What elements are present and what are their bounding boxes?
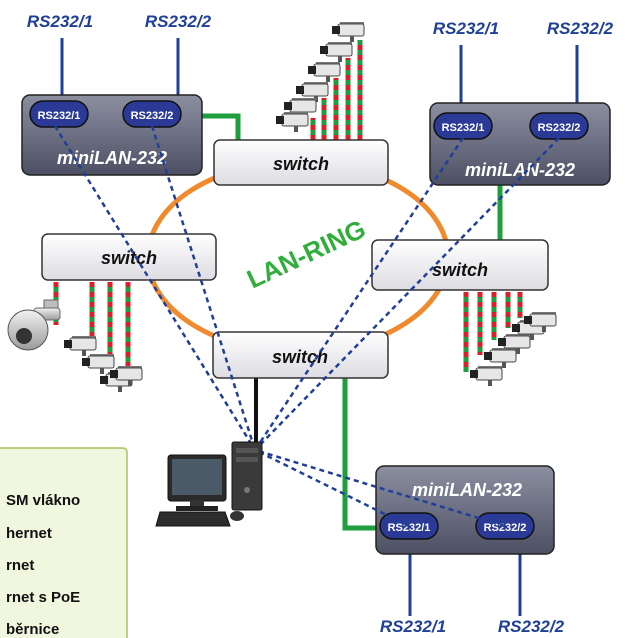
camera-icon	[332, 22, 365, 42]
port-label: RS232/2	[538, 122, 581, 134]
serial-output-label: RS232/2	[498, 617, 565, 636]
legend-item: rnet	[6, 557, 34, 574]
legend-item: rnet s PoE	[6, 589, 80, 606]
minilan-device-bottom-right: miniLAN-232 RS232/1 RS232/2	[375, 465, 555, 555]
device-name: miniLAN-232	[57, 148, 167, 168]
serial-output-label: RS232/1	[380, 617, 446, 636]
virtual-serial-links	[53, 125, 560, 528]
switch-label: switch	[272, 347, 328, 367]
minilan-device-top-left: RS232/1 RS232/2 miniLAN-232	[21, 94, 203, 176]
serial-output-label: RS232/1	[27, 12, 93, 31]
camera-icon	[498, 334, 531, 354]
camera-icon	[484, 348, 517, 368]
camera-icon	[470, 366, 503, 386]
camera-icon	[82, 354, 115, 374]
device-name: miniLAN-232	[465, 160, 575, 180]
port-label: RS232/1	[388, 522, 431, 534]
computer-icon	[155, 441, 263, 527]
port-label: RS232/1	[38, 110, 81, 122]
camera-icon	[276, 112, 309, 132]
port-label: RS232/2	[484, 522, 527, 534]
switch-right: switch	[371, 239, 549, 291]
ring-label: LAN-RING	[242, 213, 370, 294]
port-label: RS232/2	[131, 110, 174, 122]
camera-cables	[53, 40, 523, 375]
camera-icon	[524, 312, 557, 332]
device-name: miniLAN-232	[412, 480, 522, 500]
camera-icon	[320, 42, 353, 62]
camera-icons	[64, 22, 557, 392]
fiber-links	[198, 113, 503, 531]
switch-label: switch	[432, 260, 488, 280]
switch-label: switch	[101, 248, 157, 268]
port-label: RS232/1	[442, 122, 485, 134]
dome-camera-icon	[7, 299, 61, 351]
switch-bottom: switch	[212, 331, 389, 379]
camera-icon	[64, 336, 97, 356]
legend-item: běrnice	[6, 621, 59, 638]
legend-item: SM vlákno	[6, 492, 80, 509]
camera-icon	[308, 62, 341, 82]
port-rs232-1	[29, 100, 89, 128]
serial-lines	[60, 38, 579, 616]
legend-item: hernet	[6, 525, 52, 542]
switch-label: switch	[273, 154, 329, 174]
serial-output-label: RS232/2	[547, 19, 614, 38]
legend-box: SM vlákno hernet rnet rnet s PoE běrnice	[0, 447, 128, 638]
switch-left: switch	[41, 233, 217, 281]
serial-output-label: RS232/1	[433, 19, 499, 38]
minilan-device-top-right: RS232/1 RS232/2 miniLAN-232	[429, 102, 611, 186]
camera-icon	[110, 366, 143, 386]
switch-top: switch	[213, 139, 389, 186]
serial-output-label: RS232/2	[145, 12, 212, 31]
